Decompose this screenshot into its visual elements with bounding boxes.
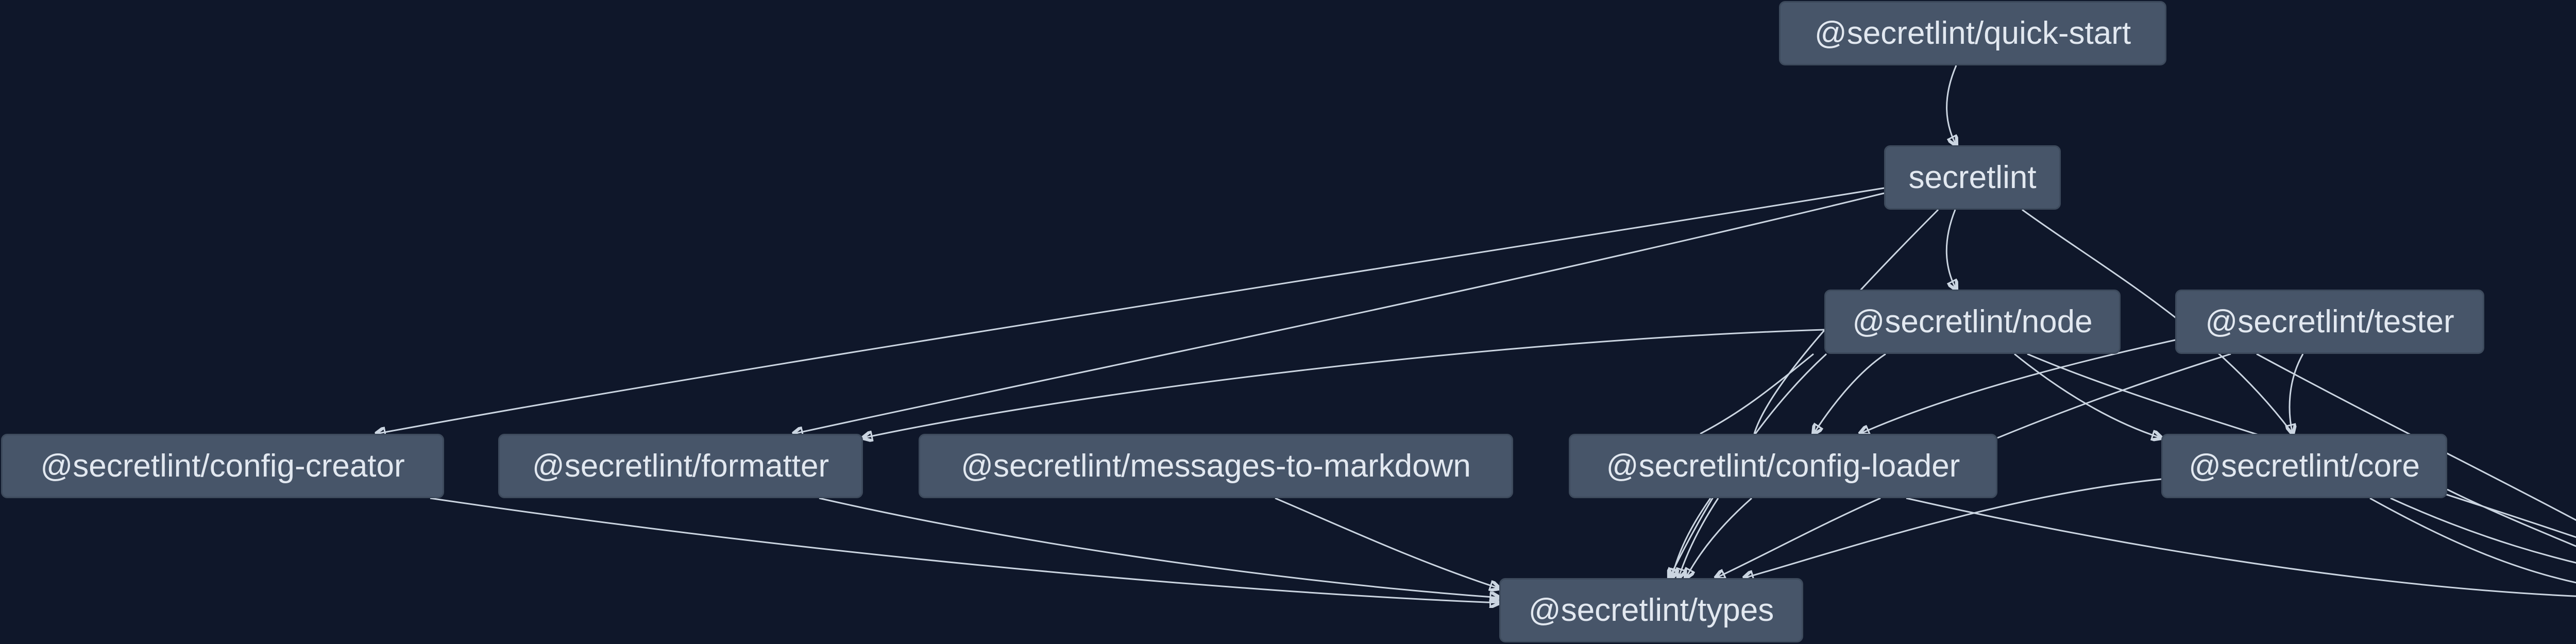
node-types[interactable]: @secretlint/types <box>1499 578 1803 642</box>
edge-configloader-types-4 <box>1716 497 1881 578</box>
node-tester[interactable]: @secretlint/tester <box>2175 290 2484 354</box>
node-formatter[interactable]: @secretlint/formatter <box>498 434 863 498</box>
edge-tester-profiler <box>2256 353 2576 521</box>
edge-node-formatter <box>863 329 1825 438</box>
edge-tester-configloader-2 <box>1997 353 2231 439</box>
node-config-loader[interactable]: @secretlint/config-loader <box>1569 434 1997 498</box>
node-messages-to-markdown[interactable]: @secretlint/messages-to-markdown <box>919 434 1513 498</box>
edge-configloader-types-3 <box>1686 497 1752 578</box>
edge-tester-core <box>2290 353 2304 434</box>
node-quick-start[interactable]: @secretlint/quick-start <box>1779 1 2166 65</box>
edge-formatter-types <box>819 497 1499 598</box>
edge-quickstart-secretlint <box>1946 65 1956 145</box>
edge-configloader-types-1 <box>1672 498 1711 578</box>
edge-secretlint-node <box>1945 209 1956 290</box>
node-core[interactable]: @secretlint/core <box>2161 434 2447 498</box>
node-config-creator[interactable]: @secretlint/config-creator <box>1 434 444 498</box>
edge-secretlint-configcreator <box>376 187 1885 434</box>
edge-tester-configloader <box>1860 339 2176 434</box>
edge-configloader-types-2 <box>1679 498 1719 578</box>
edge-secretlint-core <box>2022 209 2294 434</box>
node-node[interactable]: @secretlint/node <box>1824 290 2121 354</box>
edge-secretlint-configloader <box>1753 209 1939 434</box>
edge-core-profiler-2 <box>2390 497 2576 564</box>
edge-configloader-profiler <box>1906 497 2576 597</box>
node-secretlint[interactable]: secretlint <box>1884 145 2061 210</box>
edge-node-core <box>2014 353 2161 438</box>
edge-secretlint-formatter <box>793 192 1885 434</box>
edge-core-profiler-1 <box>2369 497 2576 584</box>
edge-node-configloader-1 <box>1814 353 1886 434</box>
edge-core-types <box>1744 478 2162 578</box>
edge-configcreator-types <box>430 497 1499 603</box>
edge-mtm-types <box>1275 497 1499 588</box>
edge-core-profiler-3 <box>2447 488 2576 547</box>
edge-node-configloader-2 <box>1700 353 1814 435</box>
